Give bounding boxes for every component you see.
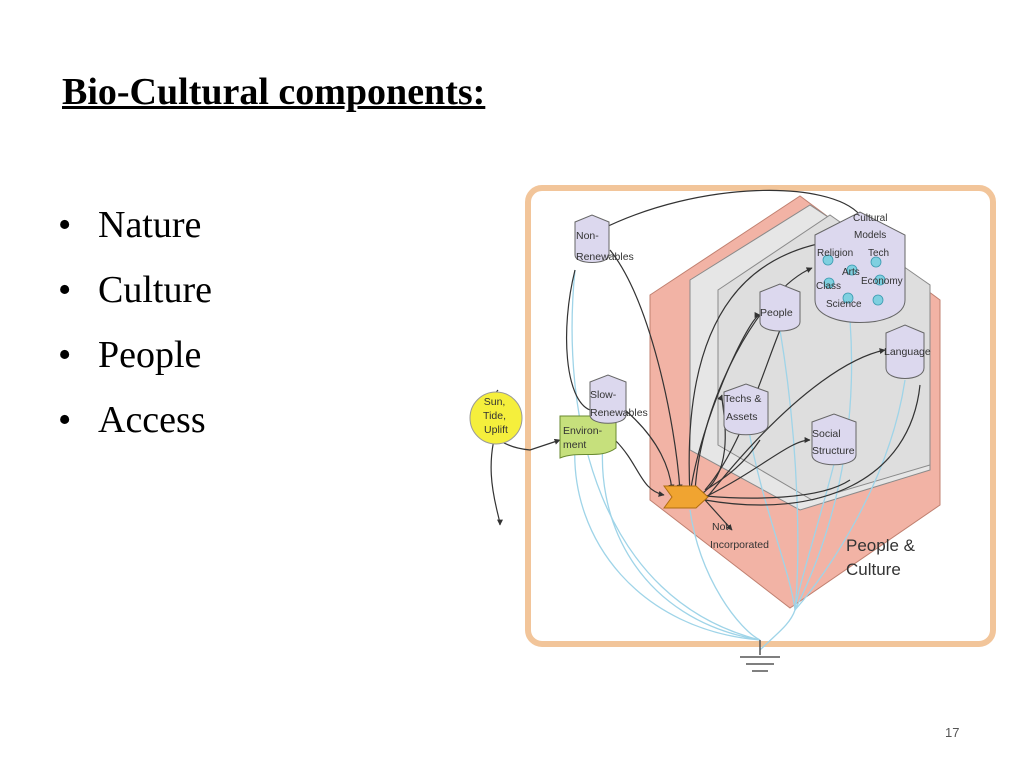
non-renewables-label: Non- Renewables xyxy=(576,230,634,263)
environment-label: Environ- ment xyxy=(563,425,605,451)
science-label: Science xyxy=(826,299,862,310)
bullet-list: • Nature • Culture • People • Access xyxy=(58,200,212,460)
bullet-text: Nature xyxy=(98,204,202,246)
people-culture-label: People & Culture xyxy=(846,536,920,579)
bullet-dot-icon: • xyxy=(58,269,72,311)
heat-sink-icon xyxy=(740,640,780,672)
class-label: Class xyxy=(816,281,841,292)
religion-label: Religion xyxy=(817,248,853,259)
sun-source xyxy=(469,391,523,445)
tech-label: Tech xyxy=(868,248,889,259)
bullet-item: • People xyxy=(58,330,212,395)
bullet-dot-icon: • xyxy=(58,204,72,246)
techs-assets-storage xyxy=(723,383,769,436)
bullet-text: People xyxy=(98,334,202,376)
bullet-item: • Nature xyxy=(58,200,212,265)
bullet-dot-icon: • xyxy=(58,334,72,376)
non-renewables-storage xyxy=(574,214,610,263)
bullet-dot-icon: • xyxy=(58,399,72,441)
culture-item-dots xyxy=(822,254,886,306)
social-structure-label: Social Structure xyxy=(812,428,855,457)
page-number: 17 xyxy=(945,725,960,740)
bullet-item: • Access xyxy=(58,395,212,460)
cultural-models-title: Cultural Models xyxy=(853,213,890,241)
slow-renewables-label: Slow- Renewables xyxy=(590,389,648,419)
environment-source xyxy=(559,415,617,459)
people-storage xyxy=(759,283,801,332)
arts-label: Arts xyxy=(842,267,860,278)
language-label: Language xyxy=(884,346,931,358)
slide-title: Bio-Cultural components: xyxy=(62,71,486,113)
sun-label: Sun, Tide, Uplift xyxy=(483,396,509,436)
social-structure-storage xyxy=(811,413,857,466)
not-incorporated-label: Not Incorporated xyxy=(710,521,769,551)
bullet-text: Access xyxy=(98,399,206,441)
people-label: People xyxy=(760,307,793,319)
bullet-text: Culture xyxy=(98,269,212,311)
economy-label: Economy xyxy=(861,276,903,287)
slow-renewables-storage xyxy=(589,374,627,424)
heat-sink-flows xyxy=(571,269,906,651)
bullet-item: • Culture xyxy=(58,265,212,330)
interaction-node xyxy=(663,485,709,509)
language-storage xyxy=(885,324,925,379)
techs-assets-label: Techs & Assets xyxy=(724,393,764,423)
cultural-models-storage xyxy=(814,211,906,323)
